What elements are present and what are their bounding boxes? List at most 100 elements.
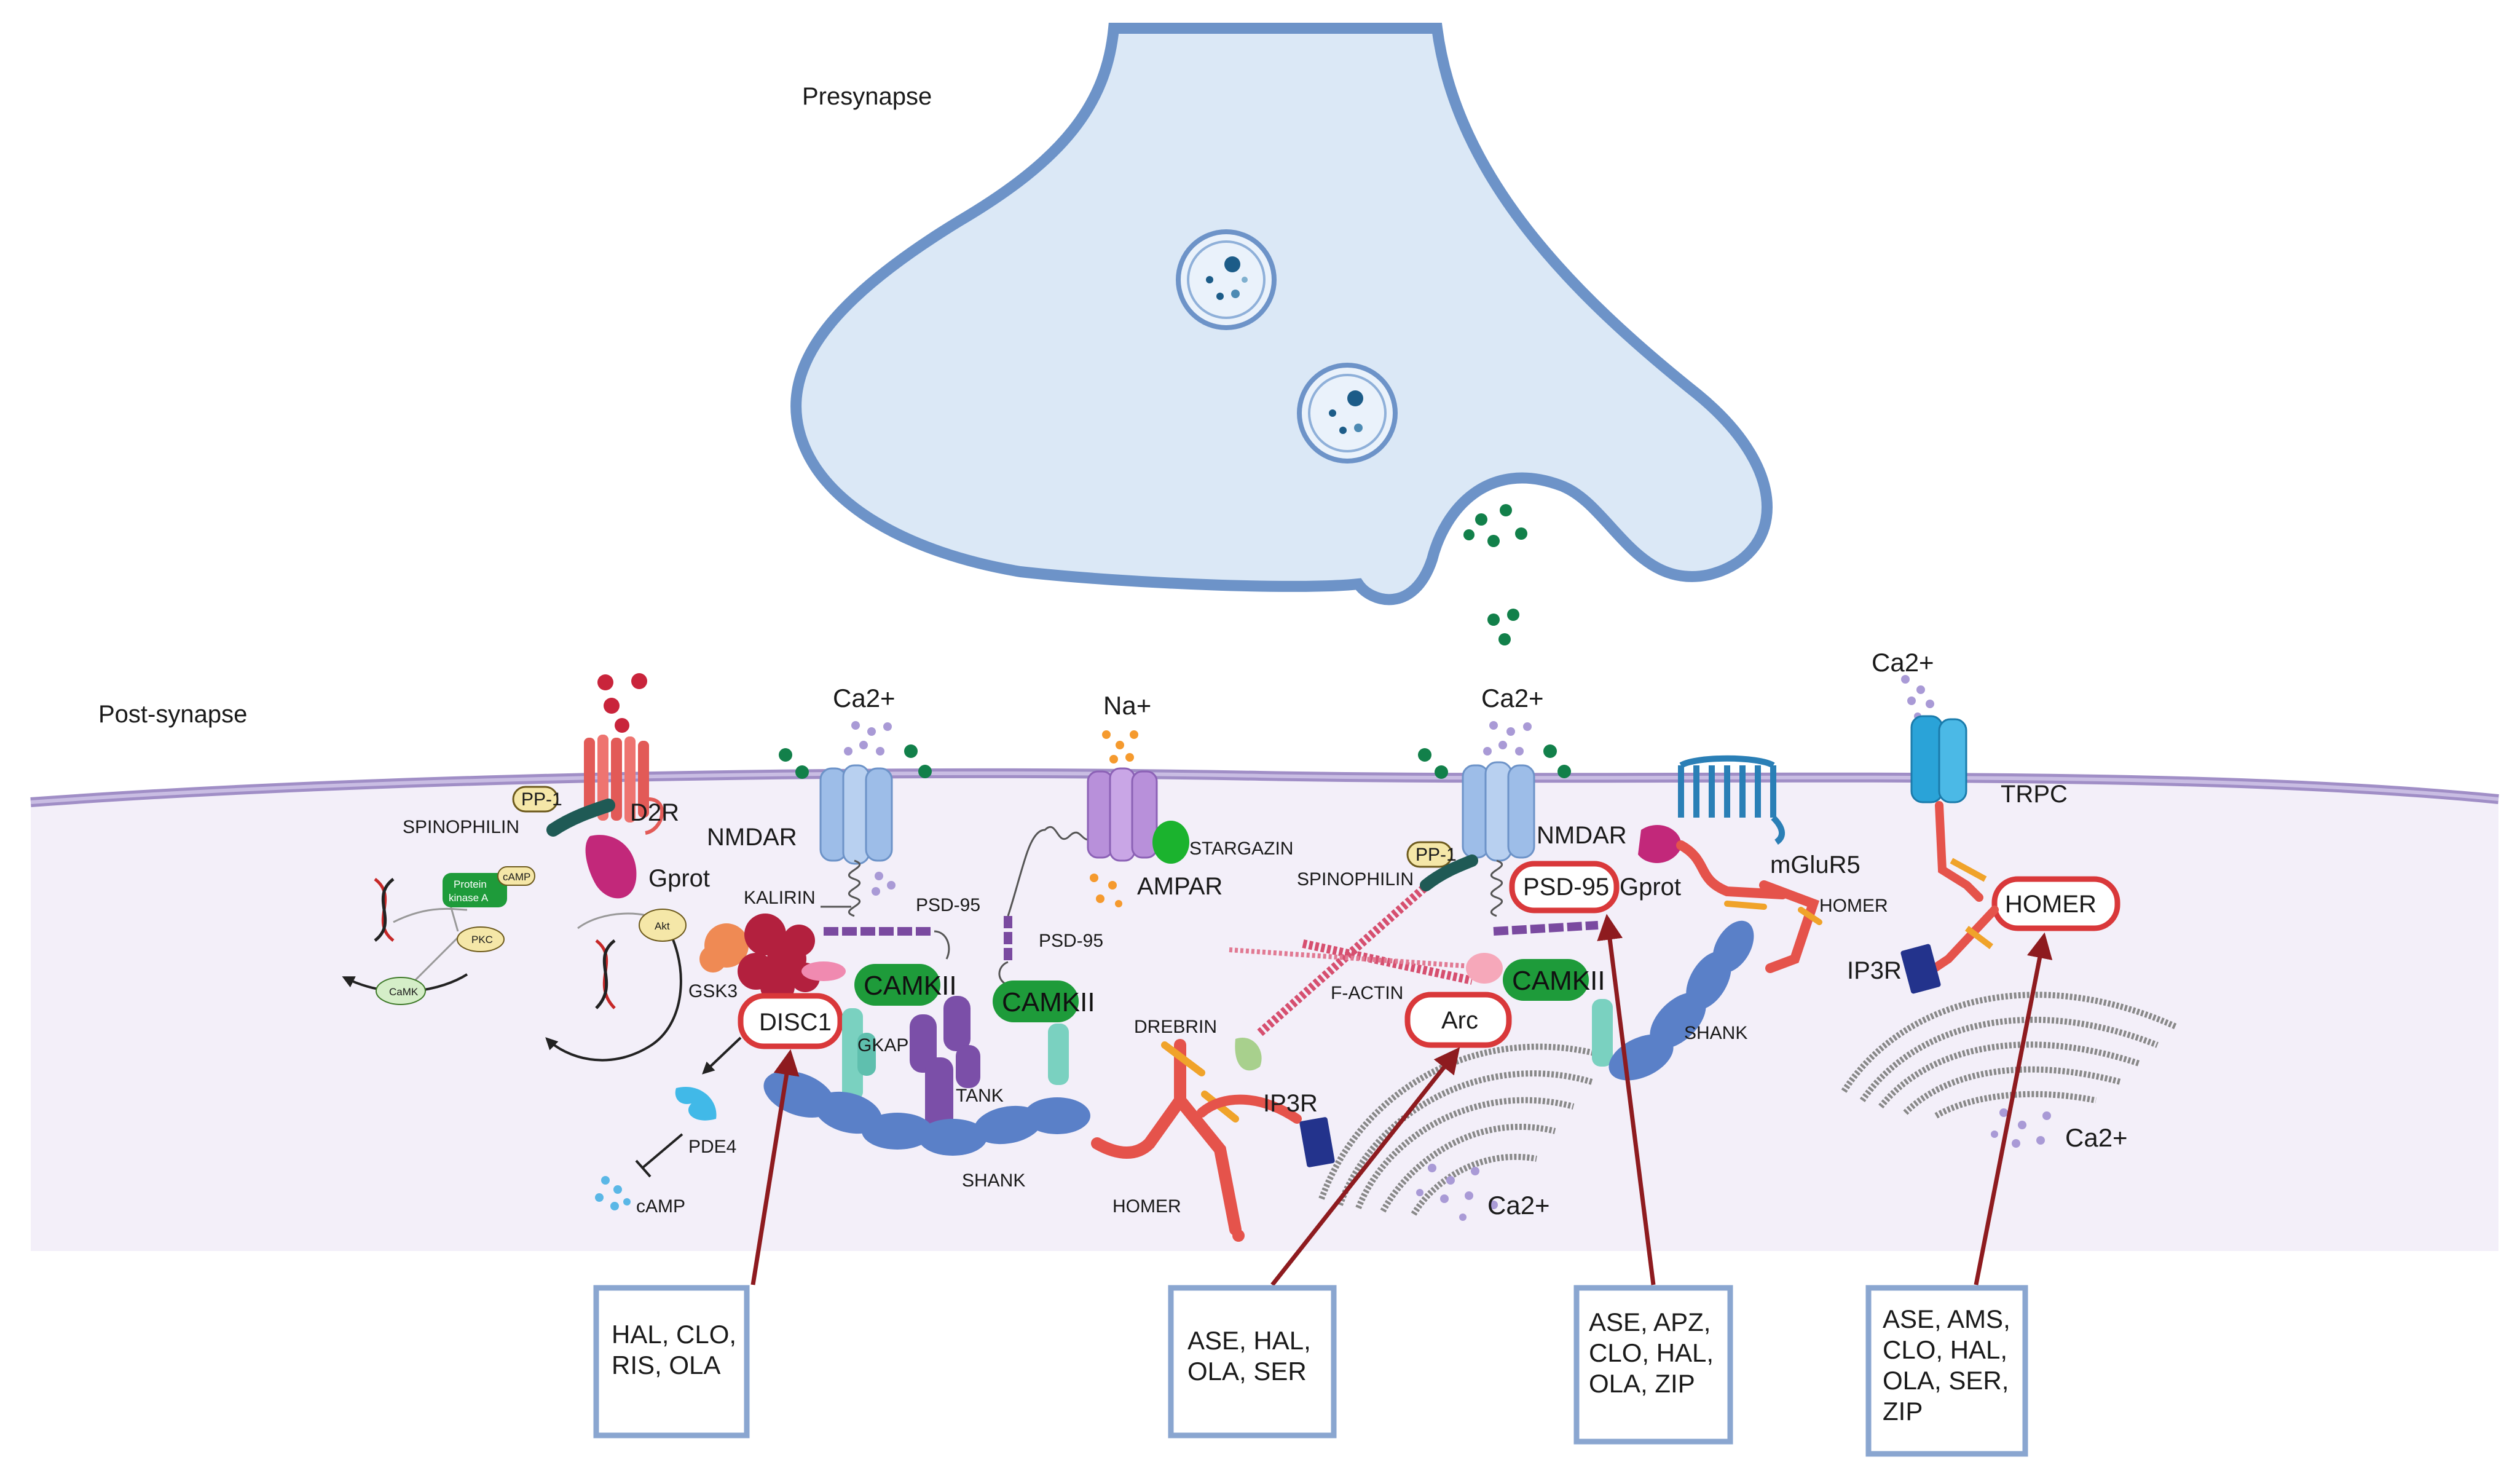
- pp1-mid: PP-1: [1406, 841, 1457, 868]
- gprot-right-shape: [1638, 824, 1682, 863]
- ca-er-right-label: Ca2+: [2065, 1123, 2128, 1152]
- ca-er-mid-label: Ca2+: [1487, 1191, 1550, 1220]
- glutamate-molecules: [1463, 504, 1527, 645]
- na-ions-inner: [1090, 874, 1122, 907]
- svg-text:Akt: Akt: [655, 920, 670, 932]
- camkii-3: [1503, 959, 1589, 1001]
- postsynaptic-membrane-inner: [30, 771, 2499, 804]
- camkii-3-label: CAMKII: [1512, 966, 1605, 996]
- camkii-1-label: CAMKII: [864, 971, 957, 1001]
- homer-bottom-label: HOMER: [1112, 1196, 1181, 1217]
- mglur5-shape: [1678, 755, 1785, 845]
- arc-label: Arc: [1441, 1007, 1478, 1034]
- postsynapse-label: Post-synapse: [98, 701, 247, 728]
- ip3r-mid-shape: [1299, 1117, 1335, 1167]
- psd95-left-a-label: PSD-95: [916, 895, 980, 915]
- ca-label-nmdar2: Ca2+: [1481, 684, 1544, 712]
- psd95-left-a-link: [934, 930, 950, 960]
- protein-kinase-a: Protein kinase A: [443, 873, 507, 907]
- homer-right-tail-2: [1965, 926, 1993, 949]
- f-actin-filament-1: [1257, 869, 1444, 1036]
- drug-arrow-3: [1597, 914, 1656, 1285]
- trpc-label: TRPC: [2001, 781, 2068, 808]
- ampar-shape: [1087, 767, 1158, 862]
- svg-text:kinase A: kinase A: [449, 892, 489, 904]
- svg-text:cAMP: cAMP: [503, 871, 530, 883]
- homer-mid-label: HOMER: [1819, 896, 1888, 916]
- pp1-left: PP-1: [512, 786, 562, 813]
- nmdar-right: [1462, 761, 1535, 862]
- svg-text:OLA, SER,: OLA, SER,: [1883, 1366, 2009, 1395]
- er-stack-right: [1841, 992, 2178, 1119]
- d2r-receptor: [584, 735, 664, 835]
- d2r-label: D2R: [630, 799, 679, 826]
- svg-text:PKC: PKC: [471, 934, 493, 945]
- drug-box-disc1: HAL, CLO, RIS, OLA: [593, 1285, 750, 1438]
- svg-text:CLO, HAL,: CLO, HAL,: [1589, 1338, 1714, 1367]
- psd95-left-b-label: PSD-95: [1039, 931, 1103, 951]
- gsk3-shape: [699, 923, 749, 973]
- ca-ions-right: [1483, 721, 1532, 756]
- glutamate-left: [779, 744, 932, 779]
- ampar-label: AMPAR: [1137, 873, 1223, 900]
- shank-right-shape: [1608, 920, 1754, 1081]
- homer-mid-shape: [1676, 840, 1822, 973]
- postsynaptic-cytoplasm: [31, 773, 2498, 1251]
- drug-box-psd95: ASE, APZ, CLO, HAL, OLA, ZIP: [1573, 1285, 1733, 1445]
- camkii-3-anchor: [1466, 953, 1503, 984]
- drug-box-arc: ASE, HAL, OLA, SER: [1168, 1285, 1337, 1438]
- synaptic-vesicle: [1297, 363, 1398, 464]
- spinophilin-mid-shape: [1420, 854, 1478, 891]
- drebrin-label: DREBRIN: [1134, 1017, 1217, 1037]
- tank-label: TANK: [956, 1086, 1004, 1106]
- drug-arrow-2: [1270, 1047, 1460, 1287]
- gprot-left-shape: [585, 835, 637, 899]
- nmdar-left: [819, 764, 893, 865]
- f-actin-filament-3: [1229, 947, 1500, 971]
- psd95-right-highlight: [1509, 861, 1620, 914]
- tank-shape: [910, 996, 980, 1137]
- camkii-1: [854, 964, 940, 1006]
- camk: CaMK: [376, 977, 426, 1005]
- trpc-shape: [1910, 715, 1967, 803]
- homer-right-highlight: [1991, 876, 2120, 931]
- nmdar-left-label: NMDAR: [707, 824, 797, 851]
- er-stack-mid: [1318, 1043, 1612, 1216]
- svg-text:RIS, OLA: RIS, OLA: [612, 1351, 720, 1379]
- svg-text:OLA, ZIP: OLA, ZIP: [1589, 1369, 1695, 1398]
- presynapse-label: Presynapse: [802, 83, 932, 110]
- gkap-shape: [842, 1008, 876, 1100]
- dna-helix-left: [374, 878, 395, 942]
- camp-label: cAMP: [636, 1196, 685, 1217]
- stargazin-shape: [1152, 821, 1189, 864]
- spinophilin-left-label: SPINOPHILIN: [403, 817, 519, 837]
- pde4-label: PDE4: [688, 1137, 736, 1157]
- ip3r-right-shape: [1900, 944, 1941, 994]
- pde4-shape: [675, 1087, 717, 1121]
- drebrin-shape: [1235, 1038, 1262, 1071]
- disc1-highlight: [738, 993, 843, 1049]
- gprot-right-label: Gprot: [1620, 874, 1681, 901]
- ca-ions-left-inner: [872, 872, 896, 896]
- ampar-tail: [1007, 826, 1095, 917]
- akt-cycle: [545, 921, 682, 1062]
- svg-text:ASE, HAL,: ASE, HAL,: [1187, 1326, 1311, 1355]
- camp-small: cAMP: [497, 866, 535, 886]
- drug-box-homer: ASE, AMS, CLO, HAL, OLA, SER, ZIP: [1865, 1285, 2028, 1457]
- ca-trpc-dots: [1901, 675, 1934, 720]
- svg-text:Protein: Protein: [454, 878, 487, 890]
- f-actin-filament-2: [1302, 939, 1473, 985]
- disc1-pde4-arrow: [702, 1036, 742, 1075]
- svg-text:PP-1: PP-1: [521, 789, 562, 810]
- svg-text:ASE, APZ,: ASE, APZ,: [1589, 1308, 1711, 1336]
- glutamate-right: [1418, 744, 1571, 779]
- pka-cycle-arc: [393, 907, 468, 923]
- camkii-2: [993, 981, 1079, 1022]
- na-label: Na+: [1103, 691, 1151, 720]
- disc1-shape: [738, 914, 820, 1004]
- shank-right-label: SHANK: [1684, 1023, 1747, 1043]
- ca-er-mid-dots: [1416, 1164, 1498, 1221]
- ca-label-nmdar1: Ca2+: [833, 684, 896, 712]
